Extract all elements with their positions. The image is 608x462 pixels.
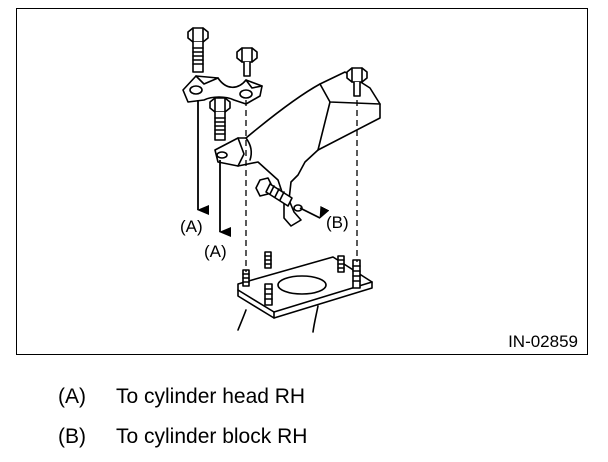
bolt-side bbox=[255, 177, 293, 207]
alignment-lines bbox=[245, 100, 358, 272]
legend-key: (A) bbox=[58, 385, 86, 408]
bracket-diagram: (A) (A) (B) IN-02859 bbox=[180, 27, 578, 351]
legend-item-a: (A) To cylinder head RH bbox=[58, 385, 305, 409]
bolt-upper-left bbox=[187, 27, 209, 73]
bolt-middle bbox=[209, 97, 231, 141]
legend-text: To cylinder block RH bbox=[116, 425, 308, 448]
legend-item-b: (B) To cylinder block RH bbox=[58, 425, 307, 449]
callout-a-upper: (A) bbox=[180, 217, 203, 236]
nut-upper-right bbox=[236, 47, 258, 77]
figure-frame bbox=[16, 8, 588, 355]
upper-plate bbox=[182, 75, 263, 105]
figure-code: IN-02859 bbox=[508, 332, 578, 351]
arrow-b bbox=[299, 205, 330, 219]
callout-a-lower: (A) bbox=[204, 242, 227, 261]
legend-text: To cylinder head RH bbox=[116, 385, 306, 408]
cylinder-block bbox=[237, 251, 373, 333]
callout-b: (B) bbox=[326, 213, 349, 232]
nut-right bbox=[346, 67, 368, 97]
stud-bolts bbox=[242, 251, 361, 306]
legend-key: (B) bbox=[58, 425, 86, 448]
